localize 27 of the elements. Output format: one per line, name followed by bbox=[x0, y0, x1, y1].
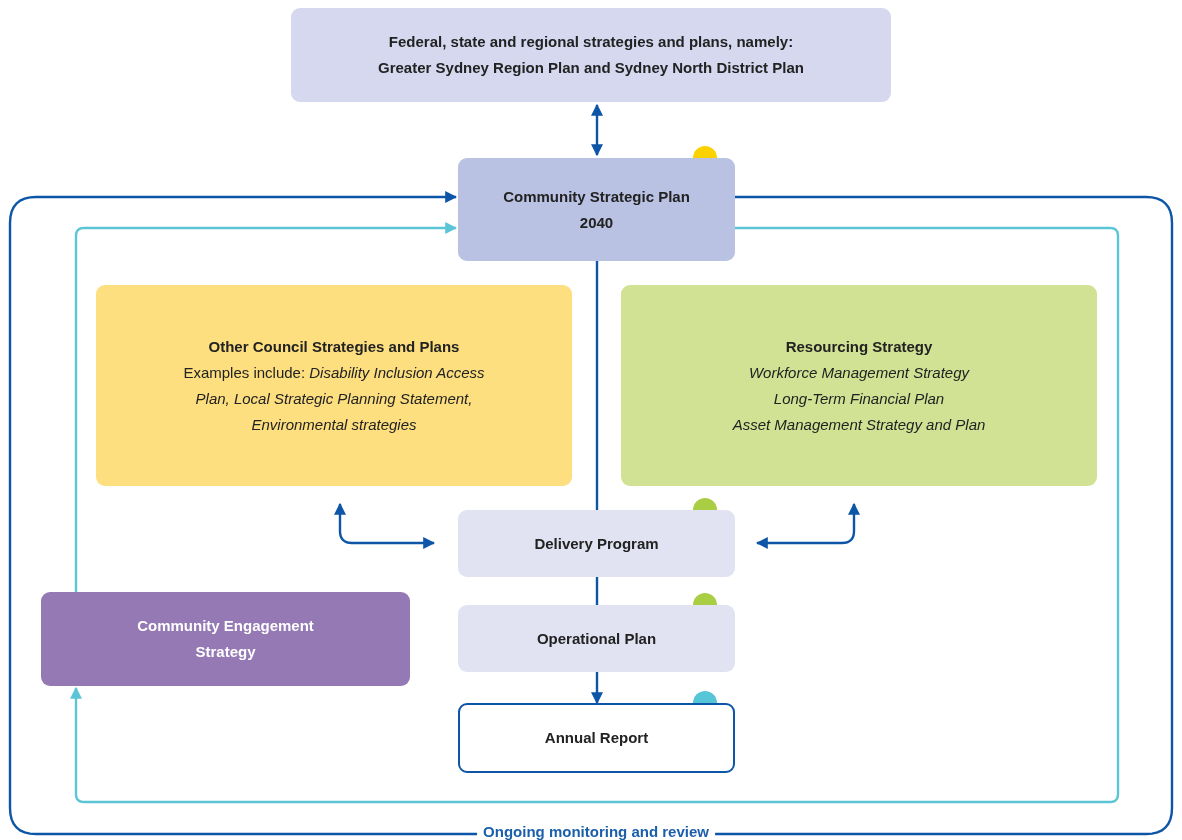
box-title: Annual Report bbox=[544, 728, 649, 748]
arrow bbox=[74, 222, 458, 592]
arrow bbox=[334, 502, 436, 549]
box-text: Workforce Management Strategy bbox=[748, 362, 970, 383]
source-plans-box bbox=[291, 8, 891, 102]
operational-plan-box bbox=[458, 605, 735, 672]
box-text: Long-Term Financial Plan bbox=[773, 388, 945, 409]
arrow bbox=[70, 226, 1120, 804]
delivery-program-box bbox=[458, 510, 735, 577]
arrow bbox=[755, 502, 860, 549]
box-text: Asset Management Strategy and Plan bbox=[732, 414, 986, 435]
feedback-loop-arrow bbox=[8, 191, 1174, 836]
box-title: Operational Plan bbox=[536, 628, 657, 649]
resourcing-strategy-box bbox=[621, 285, 1097, 486]
box-heading: Resourcing Strategy bbox=[785, 336, 933, 357]
box-title: Community Engagement Strategy bbox=[136, 616, 315, 662]
arrow bbox=[591, 672, 603, 705]
box-title: Community Strategic Plan 2040 bbox=[502, 186, 691, 233]
box-title: Federal, state and regional strategies and plans, namely: Greater Sydney Region Plan and Sydney North District Plan bbox=[377, 32, 805, 78]
arrow bbox=[591, 103, 603, 157]
box-text: Examples include: Disability Inclusion Access Plan, Local Strategic Planning Statement, Environmental strategies bbox=[182, 362, 486, 435]
engagement-strategy-box bbox=[41, 592, 410, 686]
strategic-plan-box bbox=[458, 158, 735, 261]
annual-report-box bbox=[458, 703, 735, 773]
council-strategies-box bbox=[96, 285, 572, 486]
box-title: Delivery Program bbox=[534, 533, 659, 554]
box-heading: Other Council Strategies and Plans bbox=[208, 336, 460, 357]
